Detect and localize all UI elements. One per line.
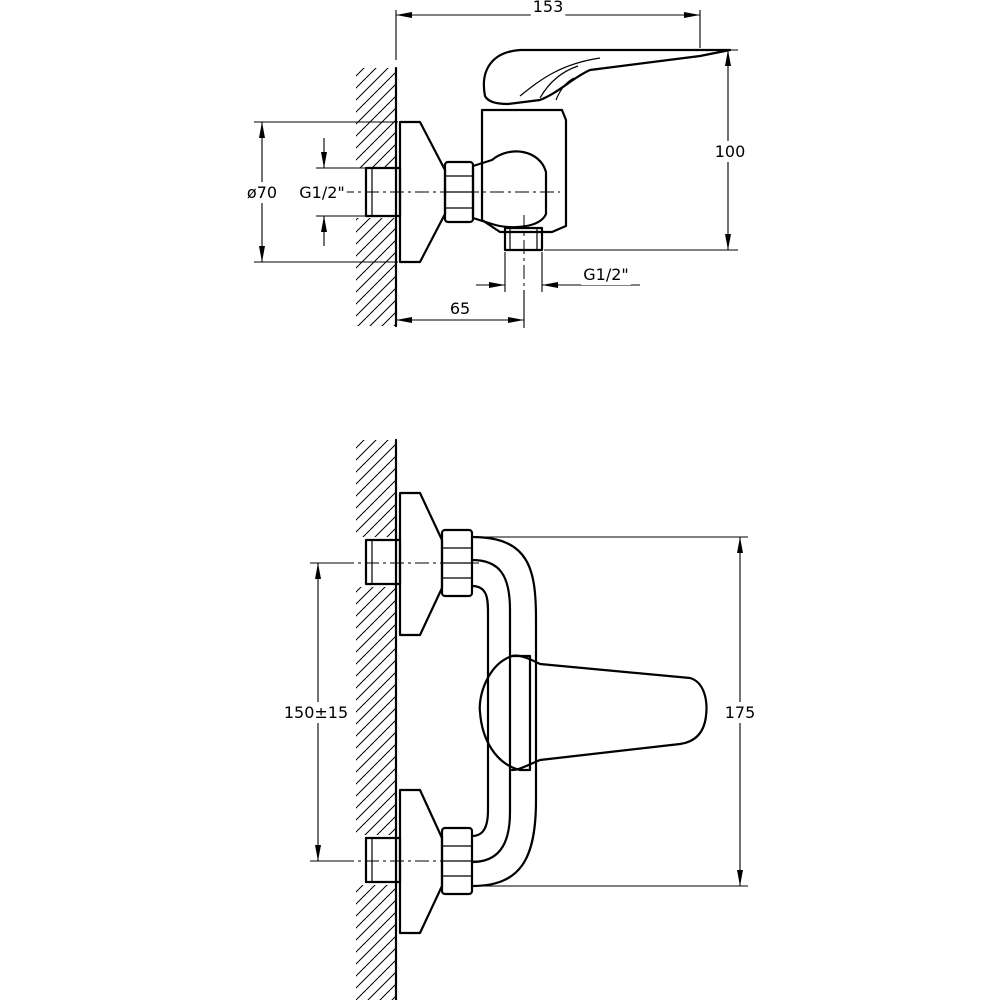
dim-height-top: 100 xyxy=(715,142,746,161)
label-bg xyxy=(297,182,347,203)
label-bg xyxy=(447,298,473,319)
wall-section-top-lower xyxy=(356,218,396,326)
label-bg xyxy=(722,702,758,723)
lever-handle-top xyxy=(482,48,732,106)
dim-thread-inlet: G1/2" xyxy=(299,183,345,202)
supply-arm-outer xyxy=(470,535,538,888)
side-view: 153 100 ø70 G1/2" G1/2" xyxy=(244,0,748,328)
dim-diameter: ø70 xyxy=(247,183,277,202)
wall-section-top-upper xyxy=(356,68,396,168)
label-bg xyxy=(530,0,566,17)
dim-centers: 150±15 xyxy=(284,703,348,722)
dim-thread-outlet: G1/2" xyxy=(583,265,629,284)
label-bg xyxy=(281,702,351,723)
label-bg xyxy=(581,264,631,285)
front-view: 150±15 175 xyxy=(281,438,758,1000)
dim-width-top: 153 xyxy=(533,0,564,16)
label-bg xyxy=(712,141,748,162)
escutcheon-upper xyxy=(398,491,444,637)
dim-height-front: 175 xyxy=(725,703,756,722)
connector-top xyxy=(471,150,548,229)
mixer-body-top xyxy=(480,108,568,234)
supply-arm-inner xyxy=(470,558,512,864)
dim-depth: 65 xyxy=(450,299,470,318)
lever-handle-front xyxy=(510,654,708,772)
wall-section-front xyxy=(356,440,396,1000)
label-bg xyxy=(244,182,280,203)
